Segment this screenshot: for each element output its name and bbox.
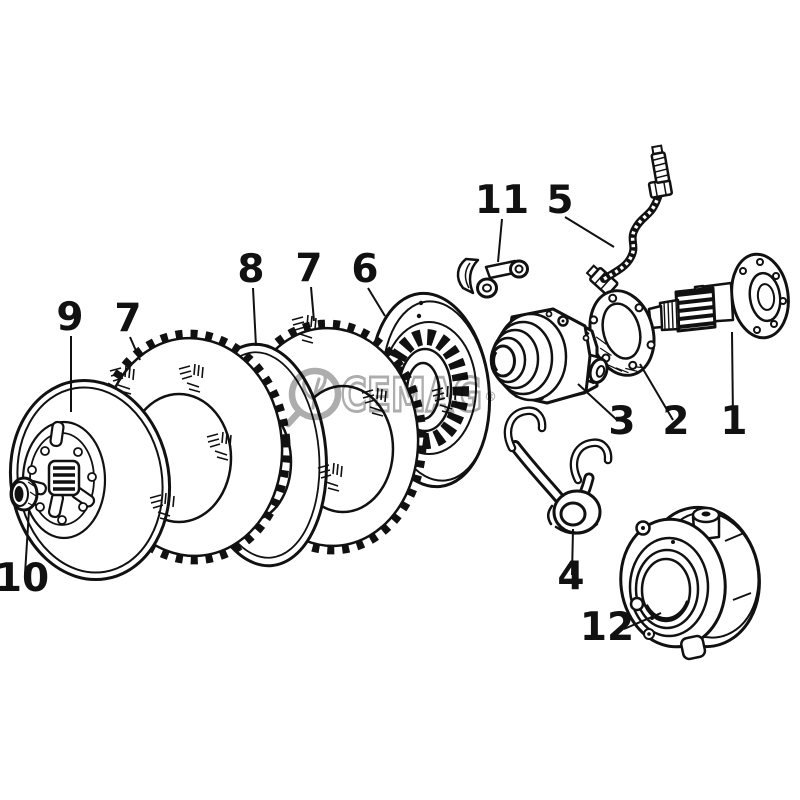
callout-line-1 [731,331,734,421]
callout-line-6 [367,287,386,317]
part-input-shaft-flange [647,252,790,340]
callout-12: 12 [580,605,634,650]
flange-bolt-holes [739,258,787,334]
callout-9: 9 [56,295,83,340]
callout-labels: 9 7 8 7 6 11 5 3 2 1 10 4 12 [0,178,748,650]
callout-line-12 [623,612,662,630]
part-cylinder-housing [489,307,609,405]
callout-line-7-right [310,286,315,322]
watermark-logo-icon [284,367,342,428]
callout-line-11 [497,218,503,263]
watermark-text: CEMAG [341,368,482,422]
callout-7-left: 7 [114,296,141,341]
callout-2: 2 [662,399,689,444]
callout-line-5 [564,216,615,248]
part-pressure-plate [8,378,172,582]
callout-10: 10 [0,556,49,601]
hub-rivets [27,446,97,525]
callout-line-8 [252,287,257,347]
part-bearing-housing [619,505,761,661]
watermark-registered-icon: ® [484,390,497,405]
callout-5: 5 [546,178,573,223]
part-gasket [588,289,656,377]
callout-line-10 [24,509,30,575]
part-flexible-hose [585,144,673,296]
shaft-splines [676,289,716,329]
callout-7-right: 7 [295,246,322,291]
gasket-bolt-holes [589,293,656,370]
part-nut [9,476,39,512]
callout-line-2 [639,363,674,421]
callout-1: 1 [720,399,747,444]
callout-4: 4 [557,554,584,599]
part-release-fork [503,406,613,535]
gasket-hatch [595,336,646,374]
part-clamp-lever [456,257,529,299]
callout-line-4 [571,528,574,576]
callout-3: 3 [608,399,635,444]
callout-line-3 [577,383,618,421]
shaft-thread-hatch [663,299,678,330]
internal-splines [383,329,469,449]
callout-6: 6 [351,247,378,292]
callout-line-7-left [129,336,141,361]
callout-11: 11 [475,178,529,223]
callout-8: 8 [237,247,264,292]
callout-leader-lines [24,216,734,630]
